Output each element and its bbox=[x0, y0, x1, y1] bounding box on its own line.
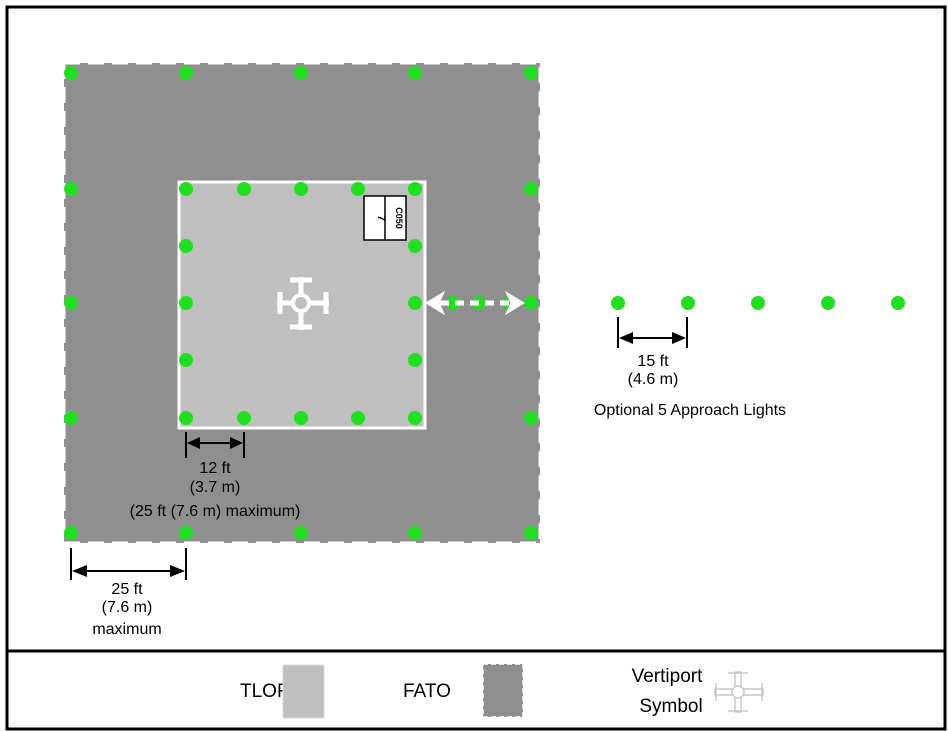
tlof-spacing-max: (25 ft (7.6 m) maximum) bbox=[130, 503, 301, 520]
fato-light bbox=[524, 526, 538, 540]
fato-spacing-m: (7.6 m) bbox=[102, 599, 153, 616]
legend-tlof-label: TLOF bbox=[240, 681, 289, 702]
tlof-fato-double-arrow bbox=[425, 290, 525, 316]
legend: TLOF FATO Vertiport Symbol bbox=[240, 663, 764, 719]
tlof-marking-top: 7 bbox=[375, 215, 387, 221]
arrow-light bbox=[446, 296, 460, 310]
legend-tlof-swatch bbox=[282, 664, 325, 719]
legend-vertiport-label-1: Vertiport bbox=[632, 666, 703, 687]
legend-fato-label: FATO bbox=[403, 681, 451, 702]
legend-vertiport-symbol-icon bbox=[714, 671, 764, 713]
fato-light bbox=[524, 66, 538, 80]
fato-light bbox=[294, 66, 308, 80]
tlof-light bbox=[179, 296, 193, 310]
fato-spacing-dimension bbox=[70, 548, 187, 580]
fato-light bbox=[179, 526, 193, 540]
fato-light bbox=[408, 66, 422, 80]
approach-light bbox=[681, 296, 695, 310]
tlof-light bbox=[237, 411, 251, 425]
approach-light bbox=[611, 296, 625, 310]
tlof-light bbox=[237, 182, 251, 196]
tlof-marking: 7 C050 bbox=[363, 195, 407, 241]
fato-light bbox=[524, 411, 538, 425]
fato-light bbox=[64, 411, 78, 425]
tlof-light bbox=[294, 182, 308, 196]
tlof-light bbox=[351, 182, 365, 196]
fato-light bbox=[64, 66, 78, 80]
approach-light bbox=[891, 296, 905, 310]
fato-light bbox=[524, 296, 538, 310]
tlof-light bbox=[408, 296, 422, 310]
approach-lights-caption: Optional 5 Approach Lights bbox=[594, 402, 786, 419]
tlof-light bbox=[179, 353, 193, 367]
legend-vertiport-label-2: Symbol bbox=[639, 696, 702, 717]
fato-light bbox=[524, 182, 538, 196]
tlof-light bbox=[179, 411, 193, 425]
tlof-light bbox=[179, 239, 193, 253]
tlof-light bbox=[408, 239, 422, 253]
approach-light bbox=[751, 296, 765, 310]
approach-light bbox=[821, 296, 835, 310]
approach-spacing-ft: 15 ft bbox=[637, 353, 669, 370]
fato-spacing-ft: 25 ft bbox=[111, 581, 143, 598]
fato-light bbox=[64, 296, 78, 310]
tlof-light bbox=[408, 411, 422, 425]
tlof-light bbox=[408, 182, 422, 196]
tlof-light bbox=[351, 411, 365, 425]
fato-light bbox=[408, 526, 422, 540]
approach-lights bbox=[611, 296, 905, 310]
fato-light bbox=[179, 66, 193, 80]
fato-light bbox=[64, 182, 78, 196]
fato-light bbox=[64, 526, 78, 540]
fato-spacing-max: maximum bbox=[92, 621, 161, 638]
tlof-light bbox=[179, 182, 193, 196]
vertiport-symbol-icon bbox=[277, 277, 329, 330]
tlof-spacing-dimension bbox=[185, 432, 245, 458]
tlof-light bbox=[294, 411, 308, 425]
tlof-spacing-ft: 12 ft bbox=[199, 460, 231, 477]
fato-lights bbox=[64, 66, 538, 540]
approach-spacing-m: (4.6 m) bbox=[628, 371, 679, 388]
legend-fato-swatch bbox=[482, 663, 524, 718]
tlof-light bbox=[408, 353, 422, 367]
tlof-marking-bottom: C050 bbox=[394, 207, 404, 229]
fato-light bbox=[294, 526, 308, 540]
approach-spacing-dimension bbox=[617, 317, 688, 348]
tlof-spacing-m: (3.7 m) bbox=[190, 479, 241, 496]
